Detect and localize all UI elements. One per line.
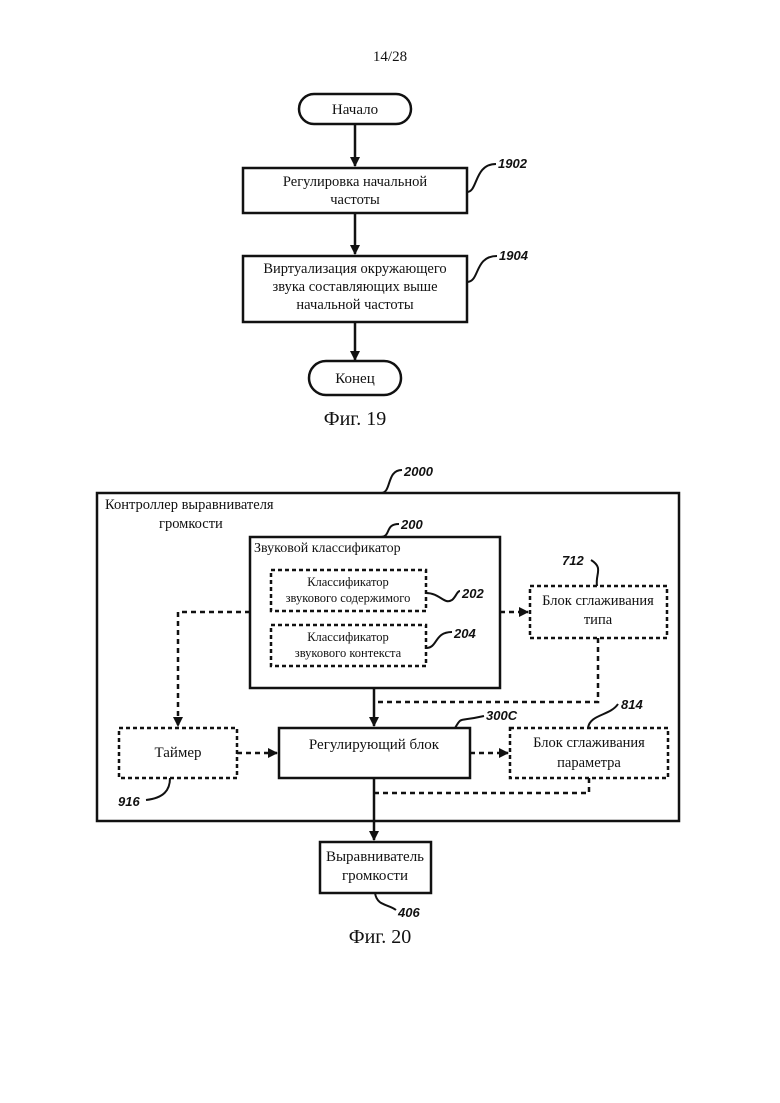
type-smoothing-line-1: Блок сглаживания — [542, 593, 654, 609]
ref-1904: 1904 — [499, 248, 529, 263]
ref-1904-leader — [467, 256, 497, 282]
figure-19-caption: Фиг. 19 — [324, 408, 386, 430]
ref-1902-leader — [467, 164, 496, 192]
timer-label: Таймер — [154, 745, 201, 761]
ref-1902: 1902 — [498, 156, 528, 171]
audio-classifier-label: Звуковой классификатор — [254, 541, 401, 556]
step-1904-line-2: звука составляющих выше — [272, 279, 437, 295]
controller-label-line-2: громкости — [159, 516, 223, 532]
parameter-smoothing-line-2: параметра — [557, 755, 621, 771]
ref-200: 200 — [400, 517, 423, 532]
page-number: 14/28 — [373, 49, 407, 65]
ref-406-leader — [375, 893, 396, 910]
content-classifier-line-2: звукового содержимого — [286, 591, 411, 605]
context-classifier-line-1: Классификатор — [307, 630, 389, 644]
step-1902-line-2: частоты — [330, 192, 380, 208]
ref-2000-leader — [381, 470, 402, 493]
end-label: Конец — [335, 371, 374, 387]
figure-19: Начало Регулировка начальной частоты 190… — [243, 94, 529, 430]
step-1904-line-3: начальной частоты — [296, 297, 413, 313]
parameter-smoothing-line-1: Блок сглаживания — [533, 735, 645, 751]
ref-204: 204 — [453, 626, 476, 641]
ref-2000: 2000 — [403, 464, 434, 479]
volume-leveler-line-2: громкости — [342, 868, 408, 884]
start-label: Начало — [332, 102, 378, 118]
context-classifier-line-2: звукового контекста — [295, 646, 402, 660]
content-classifier-line-1: Классификатор — [307, 575, 389, 589]
step-1904-line-1: Виртуализация окружающего — [263, 261, 446, 277]
controller-label-line-1: Контроллер выравнивателя — [105, 497, 274, 513]
ref-712: 712 — [562, 553, 584, 568]
ref-916: 916 — [118, 794, 140, 809]
ref-406: 406 — [397, 905, 420, 920]
adjusting-unit-box — [279, 728, 470, 778]
ref-300c: 300C — [486, 708, 518, 723]
figure-20-caption: Фиг. 20 — [349, 926, 411, 948]
ref-814: 814 — [621, 697, 643, 712]
adjusting-unit-label: Регулирующий блок — [309, 737, 440, 753]
ref-202: 202 — [461, 586, 484, 601]
step-1902-line-1: Регулировка начальной — [283, 174, 427, 190]
type-smoothing-line-2: типа — [584, 612, 613, 628]
volume-leveler-line-1: Выравниватель — [326, 849, 424, 865]
figure-20: Контроллер выравнивателя громкости 2000 … — [97, 464, 679, 948]
